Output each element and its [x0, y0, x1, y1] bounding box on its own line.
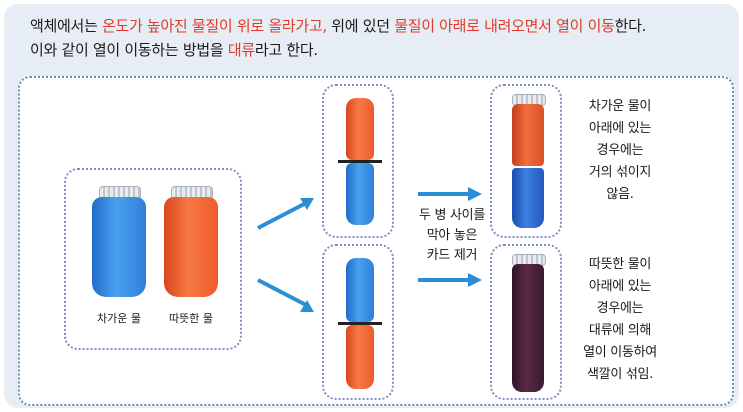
intro-text-part: 이와 같이 열이 이동하는 방법을 [30, 41, 228, 59]
arrow-head-icon [468, 273, 482, 287]
caption-unmixed: 차가운 물이 아래에 있는 경우에는 거의 섞이지 않음. [568, 96, 672, 206]
caption-line: 대류에 의해 [588, 323, 652, 338]
setup-hot-below-frame [322, 244, 394, 400]
arrow-head-icon [468, 187, 482, 201]
intro-text-part: 위에 있던 [326, 17, 395, 35]
caption-line: 않음. [606, 187, 634, 202]
caption-line: 따뜻한 물이 [588, 257, 652, 272]
intro-highlight: 물질이 아래로 내려오면서 열이 이동 [394, 17, 615, 35]
caption-line: 경우에는 [596, 301, 644, 316]
hot-water-top-result [512, 104, 544, 166]
convection-term: 대류 [227, 41, 255, 59]
split-arrows [257, 198, 314, 312]
remove-card-label: 두 병 사이를 막아 놓은 카드 제거 [400, 206, 504, 266]
arrow-head-icon [300, 198, 314, 210]
remove-card-line: 카드 제거 [426, 248, 478, 263]
intro-text-part: 액체에서는 [30, 17, 102, 35]
caption-line: 경우에는 [596, 143, 644, 158]
result-unmixed-frame [490, 84, 562, 238]
caption-line: 거의 섞이지 [588, 165, 652, 180]
mixed-water-bottle [512, 264, 544, 392]
arrow-head-icon [300, 300, 314, 312]
intro-text-part: 한다. [614, 17, 647, 35]
arrow-right-bottom [418, 273, 482, 287]
intro-text: 액체에서는 온도가 높아진 물질이 위로 올라가고, 위에 있던 물질이 아래로… [30, 14, 730, 62]
cold-water-label: 차가운 물 [97, 312, 141, 325]
card-divider [338, 160, 382, 163]
caption-line: 아래에 있는 [588, 121, 652, 136]
caption-line: 차가운 물이 [588, 99, 652, 114]
intro-text-part: 라고 한다. [254, 41, 318, 59]
intro-highlight: 온도가 높아진 물질이 위로 올라가고, [101, 17, 327, 35]
hot-water-label: 따뜻한 물 [169, 312, 213, 325]
caption-line: 열이 이동하여 [583, 345, 657, 360]
card-divider [338, 322, 382, 325]
experiment-area: 차가운 물 따뜻한 물 두 병 사이를 막아 놓은 [18, 76, 734, 406]
cold-water-bottom-result [512, 168, 544, 228]
arrow-right-top [418, 187, 482, 201]
cold-water-top [346, 258, 374, 322]
cold-water-bottle [92, 197, 146, 297]
hot-water-bottle [164, 197, 218, 297]
bottles-frame: 차가운 물 따뜻한 물 [64, 168, 242, 350]
arrow-up-right [257, 200, 309, 230]
result-mixed-frame [490, 244, 562, 400]
caption-line: 아래에 있는 [588, 279, 652, 294]
intro-line-1: 액체에서는 온도가 높아진 물질이 위로 올라가고, 위에 있던 물질이 아래로… [30, 14, 730, 38]
hot-water-top [346, 98, 374, 160]
hot-water-bottom [346, 325, 374, 389]
caption-mixed: 따뜻한 물이 아래에 있는 경우에는 대류에 의해 열이 이동하여 색깔이 섞임… [566, 254, 674, 386]
remove-card-line: 막아 놓은 [426, 228, 478, 243]
content-panel: 액체에서는 온도가 높아진 물질이 위로 올라가고, 위에 있던 물질이 아래로… [4, 4, 739, 408]
caption-line: 색깔이 섞임. [587, 367, 653, 382]
arrow-down-right [257, 278, 309, 308]
setup-cold-below-frame [322, 84, 394, 238]
remove-card-line: 두 병 사이를 [419, 208, 485, 223]
cold-water-bottom [346, 163, 374, 225]
intro-line-2: 이와 같이 열이 이동하는 방법을 대류라고 한다. [30, 38, 730, 62]
